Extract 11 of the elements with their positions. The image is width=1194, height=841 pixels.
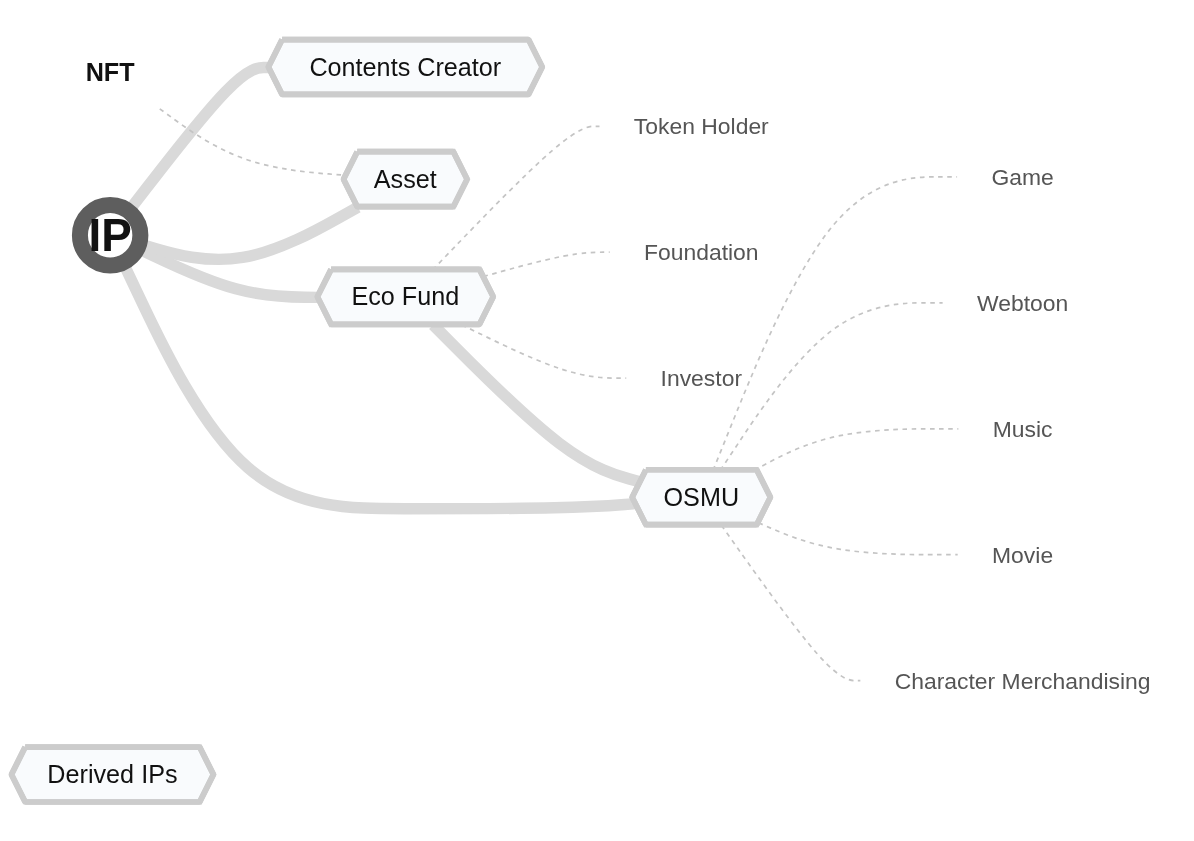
node-text: Character Merchandising	[894, 668, 1151, 694]
node-text: Music	[992, 416, 1053, 442]
node-circle: IP	[71, 197, 149, 274]
node-text: Movie	[992, 542, 1054, 568]
node-text: NFT	[85, 58, 135, 88]
node-text: Webtoon	[976, 290, 1069, 316]
node-text: Game	[991, 164, 1054, 190]
node-text: Foundation	[644, 239, 759, 265]
node-text: Investor	[660, 365, 743, 391]
node-text: Token Holder	[633, 113, 769, 139]
connector	[757, 521, 959, 556]
